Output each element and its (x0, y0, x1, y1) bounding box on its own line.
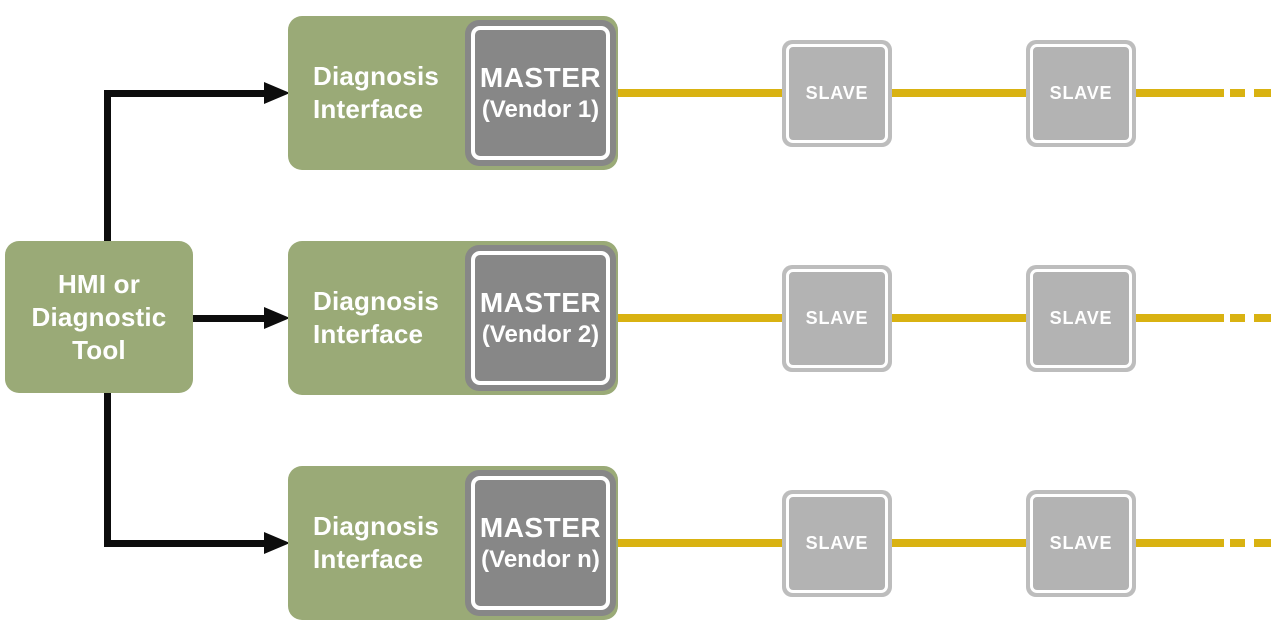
slave-box-1: SLAVE (782, 265, 892, 372)
fieldbus-line (612, 539, 1224, 547)
master-box-vendor-1: MASTER (Vendor 1) (465, 20, 616, 166)
fieldbus-line-dash (1254, 314, 1271, 322)
slave-box-inner: SLAVE (1030, 269, 1132, 368)
master-box-inner: MASTER (Vendor n) (471, 476, 610, 610)
fieldbus-line-dash (1230, 539, 1245, 547)
master-box-vendor-2: MASTER (Vendor 2) (465, 245, 616, 391)
slave-label: SLAVE (805, 83, 869, 103)
master-box-vendor-n: MASTER (Vendor n) (465, 470, 616, 616)
diagnosis-interface-label: Diagnosis Interface (313, 61, 440, 124)
arrow-right-icon (264, 532, 290, 554)
slave-box-inner: SLAVE (786, 269, 888, 368)
slave-label: SLAVE (1049, 83, 1113, 103)
connector-row2-line (193, 314, 266, 322)
hmi-diagnostic-tool-box: HMI or Diagnostic Tool (5, 241, 193, 393)
bus-row-vendor-n: Diagnosis Interface MASTER (Vendor n) SL… (0, 466, 1280, 620)
master-title: MASTER (479, 512, 602, 543)
bus-row-vendor-2: Diagnosis Interface MASTER (Vendor 2) SL… (0, 241, 1280, 395)
slave-box-2: SLAVE (1026, 40, 1136, 147)
fieldbus-line-dash (1254, 539, 1271, 547)
slave-box-inner: SLAVE (1030, 44, 1132, 143)
fieldbus-line-dash (1230, 89, 1245, 97)
slave-label: SLAVE (805, 533, 869, 553)
slave-box-inner: SLAVE (1030, 494, 1132, 593)
fieldbus-line (612, 89, 1224, 97)
hmi-label: HMI or Diagnostic Tool (31, 268, 167, 365)
master-title: MASTER (479, 287, 602, 318)
fieldbus-line-dash (1254, 89, 1271, 97)
diagnosis-interface-label: Diagnosis Interface (313, 286, 440, 349)
slave-box-inner: SLAVE (786, 44, 888, 143)
slave-label: SLAVE (1049, 533, 1113, 553)
slave-box-2: SLAVE (1026, 490, 1136, 597)
arrow-right-icon (264, 307, 290, 329)
master-vendor: (Vendor n) (481, 546, 600, 573)
slave-box-1: SLAVE (782, 490, 892, 597)
slave-label: SLAVE (1049, 308, 1113, 328)
master-vendor: (Vendor 1) (481, 96, 600, 123)
master-vendor: (Vendor 2) (481, 321, 600, 348)
master-title: MASTER (479, 62, 602, 93)
slave-box-2: SLAVE (1026, 265, 1136, 372)
slave-box-inner: SLAVE (786, 494, 888, 593)
master-box-inner: MASTER (Vendor 2) (471, 251, 610, 385)
fieldbus-line (612, 314, 1224, 322)
arrow-right-icon (264, 82, 290, 104)
master-box-inner: MASTER (Vendor 1) (471, 26, 610, 160)
connector-row1-line (104, 89, 266, 97)
bus-row-vendor-1: Diagnosis Interface MASTER (Vendor 1) SL… (0, 16, 1280, 170)
slave-box-1: SLAVE (782, 40, 892, 147)
fieldbus-line-dash (1230, 314, 1245, 322)
diagnosis-interface-label: Diagnosis Interface (313, 511, 440, 574)
connector-vertical-top (104, 91, 111, 243)
slave-label: SLAVE (805, 308, 869, 328)
connector-vertical-bottom (104, 391, 111, 546)
connector-row3-line (104, 539, 266, 547)
